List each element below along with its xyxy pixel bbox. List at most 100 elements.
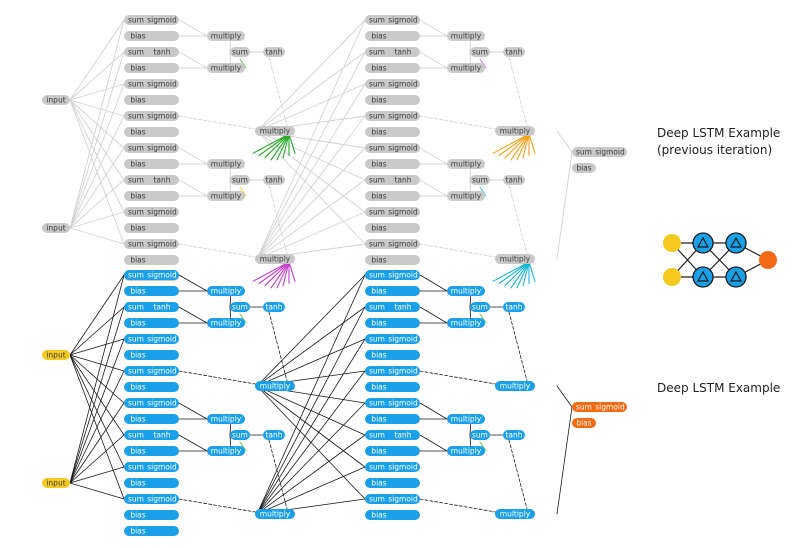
tanh-node: tanh <box>503 175 525 185</box>
gate-node-label: tanh <box>394 176 411 185</box>
multiply-node-shape <box>207 63 245 73</box>
gate-node-label: sigmoid <box>388 367 418 376</box>
input-to-gate-edge <box>69 211 125 229</box>
final-output-node-shape <box>572 147 627 157</box>
feedback-fan-edge <box>498 133 530 157</box>
feedback-fan-edge <box>282 261 290 287</box>
sum-node: sum <box>230 47 250 57</box>
feedback-stub-edge <box>239 58 247 69</box>
tanh-node-shape <box>263 430 285 440</box>
tanh-node: tanh <box>503 302 525 312</box>
network-diagram-icon <box>663 232 777 288</box>
final-output-node-shape <box>572 402 627 412</box>
bias-node-label: bias <box>130 96 145 105</box>
layer-link-edge <box>256 51 366 132</box>
bias-node-shape <box>124 255 179 265</box>
multiply-node: multiply <box>447 159 485 169</box>
gate-node-label: tanh <box>394 303 411 312</box>
bias-node-label: bias <box>130 128 145 137</box>
output-multiply-node-label: multiply <box>260 127 291 136</box>
gate-node-label: sigmoid <box>147 495 177 504</box>
layer-link-edge <box>256 434 366 515</box>
input-to-gate-edge <box>69 83 125 101</box>
gate-node-label: tanh <box>153 431 170 440</box>
feedback-fan-edge <box>288 261 296 282</box>
bias-node-label: bias <box>130 319 145 328</box>
multiply-node-label: multiply <box>451 447 482 456</box>
gate-node-label: sigmoid <box>388 16 418 25</box>
output-multiply-node-shape <box>255 509 295 519</box>
bias-node-shape <box>365 446 420 456</box>
bias-node-shape <box>365 255 420 265</box>
input-node-label: input <box>46 351 65 360</box>
bias-node-label: bias <box>371 383 386 392</box>
gate-node-label: sigmoid <box>147 271 177 280</box>
sum-node-shape <box>230 430 250 440</box>
caption-previous-line1: Deep LSTM Example <box>657 126 781 140</box>
output-multiply-node: multiply <box>495 509 535 519</box>
gate-node-label: sum <box>369 495 385 504</box>
final-bias-node: bias <box>572 418 596 428</box>
gate-node-label: sum <box>369 240 385 249</box>
bias-node-shape <box>124 526 179 536</box>
gate-node-shape <box>365 270 420 280</box>
bias-node: bias <box>124 478 179 488</box>
icon-hidden-node <box>692 266 714 288</box>
bias-node: bias <box>365 159 420 169</box>
multiply-node-shape <box>207 286 245 296</box>
tanh-node: tanh <box>263 302 285 312</box>
input-to-gate-edge <box>69 274 125 484</box>
gate-node-shape <box>365 175 420 185</box>
final-output-node-label: sum <box>576 148 592 157</box>
gate-node-label: sum <box>369 144 385 153</box>
multiply-node-shape <box>207 414 245 424</box>
layer-link-edge <box>256 466 366 515</box>
tanh-node-shape <box>503 175 525 185</box>
feedback-stub-edge <box>479 186 487 197</box>
icon-triangle-glyph <box>729 270 743 282</box>
gate-node-shape <box>365 111 420 121</box>
sum-node: sum <box>230 302 250 312</box>
bias-node-shape <box>124 31 179 41</box>
to-final-output-edge <box>556 385 573 408</box>
gate-to-multiply-edge <box>178 179 208 197</box>
gate-node-label: sum <box>128 80 144 89</box>
bias-node-label: bias <box>130 383 145 392</box>
gate-node-label: sum <box>369 367 385 376</box>
caption-current-line: Deep LSTM Example <box>657 381 781 395</box>
input-to-gate-edge <box>69 482 125 500</box>
final-output-node-label: sigmoid <box>595 148 625 157</box>
gate-node-shape <box>124 143 179 153</box>
gate-node-label: sigmoid <box>388 271 418 280</box>
gate-node-label: sum <box>369 80 385 89</box>
layer-link-edge <box>256 306 366 515</box>
bias-node: bias <box>124 526 179 536</box>
gate-node-label: sum <box>128 208 144 217</box>
gate-node-label: sigmoid <box>147 112 177 121</box>
gate-node-label: sigmoid <box>147 335 177 344</box>
tanh-to-output-edge <box>268 184 288 255</box>
gate-node-label: sum <box>369 208 385 217</box>
layer-link-edge <box>256 19 366 132</box>
tanh-node-label: tanh <box>505 176 522 185</box>
feedback-fan-edge <box>492 261 530 282</box>
bias-node-label: bias <box>371 128 386 137</box>
input-node-label: input <box>46 479 65 488</box>
bias-node-label: bias <box>130 224 145 233</box>
sum-node-label: sum <box>472 48 488 57</box>
feedback-fan-edge <box>270 133 290 161</box>
gate-node-shape <box>124 270 179 280</box>
tanh-node-shape <box>263 302 285 312</box>
gate-to-multiply-edge <box>178 274 208 292</box>
input-node-label: input <box>46 224 65 233</box>
input-to-gate-edge <box>69 51 125 229</box>
tanh-node-label: tanh <box>265 431 282 440</box>
bias-node: bias <box>124 127 179 137</box>
